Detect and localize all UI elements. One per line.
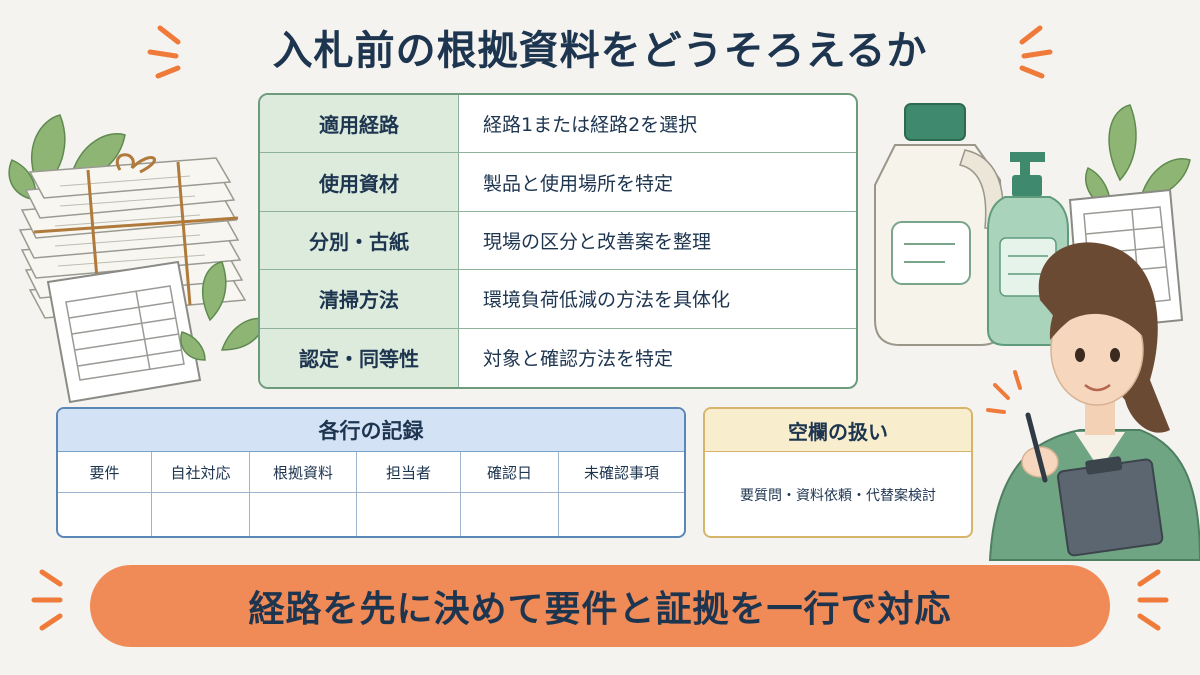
record-table-blank-row: [58, 493, 684, 536]
sparkle-marks-icon: [986, 370, 1022, 414]
column-header: 自社対応: [152, 452, 250, 492]
document-sheet-icon: [46, 260, 202, 404]
leaf-icon: [180, 261, 267, 361]
row-label: 清掃方法: [260, 270, 459, 328]
table-row: 認定・同等性 対象と確認方法を特定: [260, 328, 856, 387]
table-row: 使用資材 製品と使用場所を特定: [260, 153, 856, 212]
banner-right-accent-icon: [1137, 569, 1169, 631]
blank-cell: [461, 493, 559, 536]
row-value: 現場の区分と改善案を整理: [483, 230, 712, 253]
column-header: 担当者: [357, 452, 461, 492]
woman-with-clipboard-icon: [988, 242, 1200, 561]
table-row: 分別・古紙 現場の区分と改善案を整理: [260, 211, 856, 271]
page-title: 入札前の根拠資料をどうそろえるか: [272, 28, 928, 74]
right-accent-marks-icon: [1019, 25, 1053, 79]
blank-cell: [58, 493, 152, 536]
leaf-icon: [1085, 104, 1191, 212]
column-header: 確認日: [461, 452, 559, 492]
row-value: 対象と確認方法を特定: [483, 348, 674, 371]
blank-cell: [250, 493, 357, 536]
column-header: 要件: [58, 452, 152, 492]
row-value: 製品と使用場所を特定: [483, 172, 674, 195]
detergent-bottle-icon: [874, 103, 1007, 346]
blank-cell: [559, 493, 684, 536]
blank-cell: [152, 493, 250, 536]
blank-handling-title: 空欄の扱い: [705, 409, 971, 452]
table-row: 適用経路 経路1または経路2を選択: [260, 95, 856, 154]
row-label: 認定・同等性: [260, 328, 459, 387]
left-accent-marks-icon: [147, 25, 181, 79]
blank-cell: [357, 493, 461, 536]
blank-handling-box: 空欄の扱い 要質問・資料依頼・代替案検討: [703, 407, 973, 538]
requirements-table: 適用経路 経路1または経路2を選択 使用資材 製品と使用場所を特定 分別・古紙 …: [258, 93, 858, 389]
column-header: 未確認事項: [583, 463, 659, 482]
row-value: 経路1または経路2を選択: [483, 114, 698, 137]
row-label: 使用資材: [260, 153, 459, 211]
summary-banner: 経路を先に決めて要件と証拠を一行で対応: [90, 565, 1110, 647]
banner-left-accent-icon: [31, 569, 63, 631]
record-table: 各行の記録 要件 自社対応 根拠資料 担当者 確認日 未確認事項: [56, 407, 686, 538]
record-table-header-row: 要件 自社対応 根拠資料 担当者 確認日 未確認事項: [58, 452, 684, 493]
column-header: 根拠資料: [250, 452, 357, 492]
row-label: 分別・古紙: [260, 211, 459, 270]
blank-handling-body: 要質問・資料依頼・代替案検討: [740, 487, 936, 504]
table-row: 清掃方法 環境負荷低減の方法を具体化: [260, 270, 856, 329]
row-label: 適用経路: [260, 95, 459, 153]
record-table-title: 各行の記録: [58, 409, 684, 452]
row-value: 環境負荷低減の方法を具体化: [483, 289, 731, 312]
